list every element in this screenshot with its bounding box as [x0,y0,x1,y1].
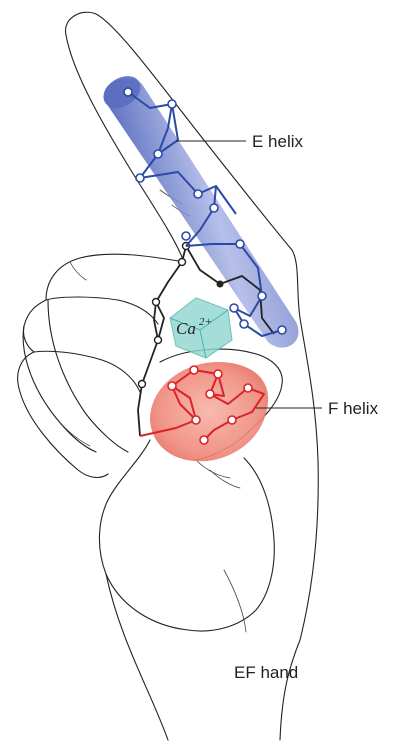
e-helix-label: E helix [252,132,304,151]
e-helix-atom [194,190,202,198]
e-helix-atom [182,232,190,240]
f-helix-label: F helix [328,399,379,418]
f-helix-atom [190,366,198,374]
e-helix-atom [136,174,144,182]
e-helix-atom [236,240,244,248]
e-helix-atom [258,292,266,300]
hand-outline [18,12,319,740]
f-helix-atom [200,436,208,444]
f-helix-atom [206,390,214,398]
e-helix-atom [210,204,218,212]
calcium-ion-charge: 2+ [199,316,212,328]
e-helix-atom [230,304,238,312]
f-helix-atom [168,382,176,390]
ef-hand-caption: EF hand [234,663,298,682]
f-helix-atom [228,416,236,424]
e-helix-atom [240,320,248,328]
e-helix-atom [154,150,162,158]
f-helix-atom [244,384,252,392]
e-helix-atom [168,100,176,108]
e-helix-atom [278,326,286,334]
f-helix-atom [192,416,200,424]
f-helix-atom [214,370,222,378]
calcium-ion-label: Ca [176,319,196,338]
e-helix-atom [124,88,132,96]
